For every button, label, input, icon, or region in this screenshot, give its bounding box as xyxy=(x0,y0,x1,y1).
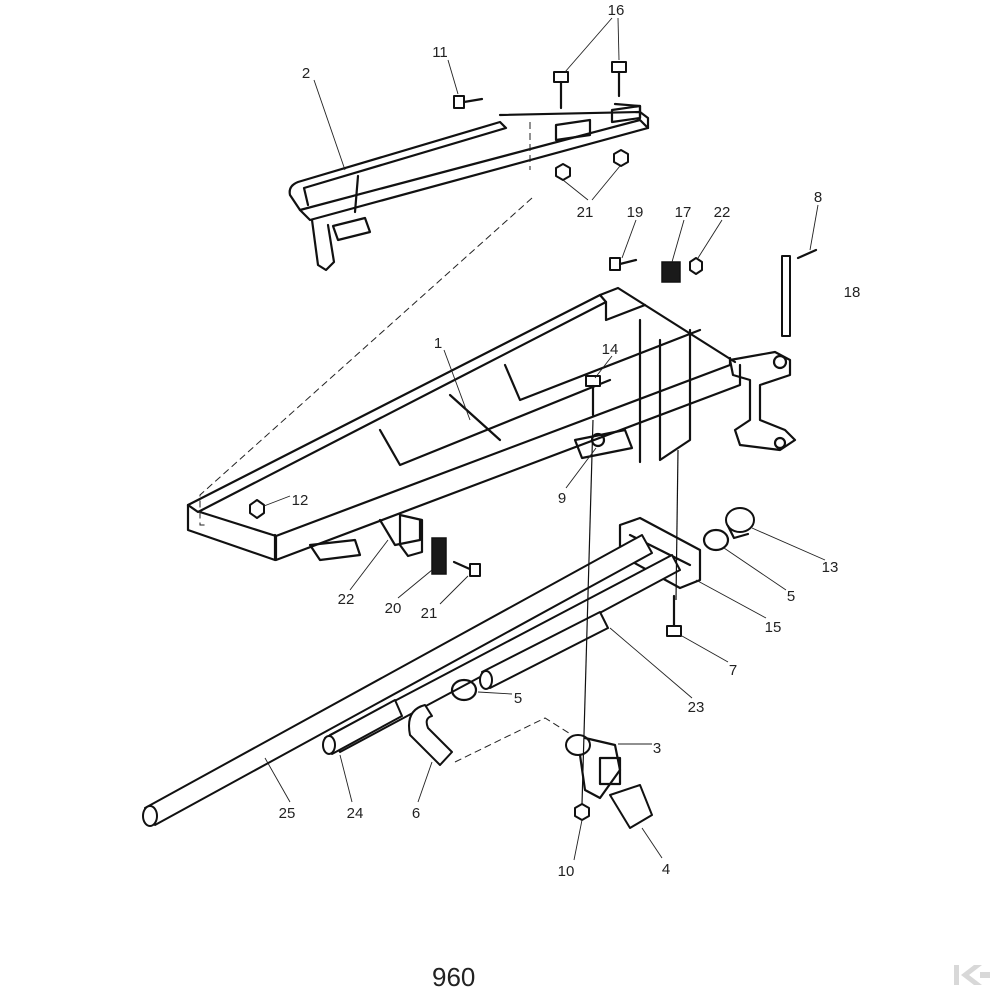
callout-c8: 8 xyxy=(814,189,822,206)
k-brand-logo-icon xyxy=(954,965,990,985)
bolt-14 xyxy=(585,375,601,417)
bolt-11 xyxy=(453,95,484,109)
page-number: 960 xyxy=(432,962,476,992)
callout-labels: 16 11 2 21 19 17 22 8 18 1 14 12 9 13 5 22 20 21 15 7 5 23 3 25… xyxy=(279,2,861,880)
callout-c21b: 21 xyxy=(421,605,438,622)
bolt-7 xyxy=(666,594,682,637)
callout-c22b: 22 xyxy=(338,591,355,608)
bracket-22-lower xyxy=(398,513,424,558)
bolt-19 xyxy=(609,257,638,271)
callout-c20: 20 xyxy=(385,600,402,617)
callout-c12: 12 xyxy=(292,492,309,509)
bush-13 xyxy=(725,507,755,540)
callout-c15: 15 xyxy=(765,619,782,636)
axis-line-vertical xyxy=(581,419,594,805)
callout-c14: 14 xyxy=(602,341,619,358)
callout-c7: 7 xyxy=(729,662,737,679)
callout-c22a: 22 xyxy=(714,204,731,221)
part-4-plug xyxy=(609,784,653,829)
nut-21-right xyxy=(613,149,629,167)
pin-8 xyxy=(781,248,818,337)
part-2-upper-frame xyxy=(288,102,650,272)
bolt-16-left xyxy=(553,71,569,110)
axis-line-bolt7 xyxy=(675,449,679,601)
callout-c2: 2 xyxy=(302,65,310,82)
part-1-main-frame xyxy=(186,286,797,562)
block-20 xyxy=(431,537,447,575)
callout-c19: 19 xyxy=(627,204,644,221)
callout-c11: 11 xyxy=(432,44,448,61)
block-17 xyxy=(661,261,681,283)
callout-c5b: 5 xyxy=(514,690,522,707)
callout-c6: 6 xyxy=(412,805,420,822)
callout-c5a: 5 xyxy=(787,588,795,605)
nut-12 xyxy=(249,499,265,519)
callout-c25: 25 xyxy=(279,805,296,822)
callout-c24: 24 xyxy=(347,805,364,822)
hose-6 xyxy=(408,704,453,766)
callout-c9: 9 xyxy=(558,490,566,507)
nut-10 xyxy=(574,803,590,821)
dash-line-guard xyxy=(199,197,533,526)
callout-c13: 13 xyxy=(822,559,839,576)
callout-c21a: 21 xyxy=(577,204,594,221)
callout-c18: 18 xyxy=(844,284,861,301)
clamp-5-lower xyxy=(450,678,478,702)
part-3-fitting xyxy=(565,734,622,800)
callout-c23: 23 xyxy=(688,699,705,716)
tube-25 xyxy=(144,534,653,826)
clamp-5-upper xyxy=(702,528,730,552)
leader-lines xyxy=(263,17,826,861)
callout-c10: 10 xyxy=(558,863,575,880)
bolt-16-right xyxy=(611,61,627,98)
dash-line-hose xyxy=(454,717,573,763)
callout-c17: 17 xyxy=(675,204,692,221)
callout-c16: 16 xyxy=(608,2,625,19)
nut-21-left xyxy=(555,163,571,181)
callout-c4: 4 xyxy=(662,861,670,878)
nut-22-top xyxy=(689,257,703,275)
bolt-21-lower xyxy=(452,560,481,577)
callout-c3: 3 xyxy=(653,740,661,757)
callout-c1: 1 xyxy=(434,335,442,352)
